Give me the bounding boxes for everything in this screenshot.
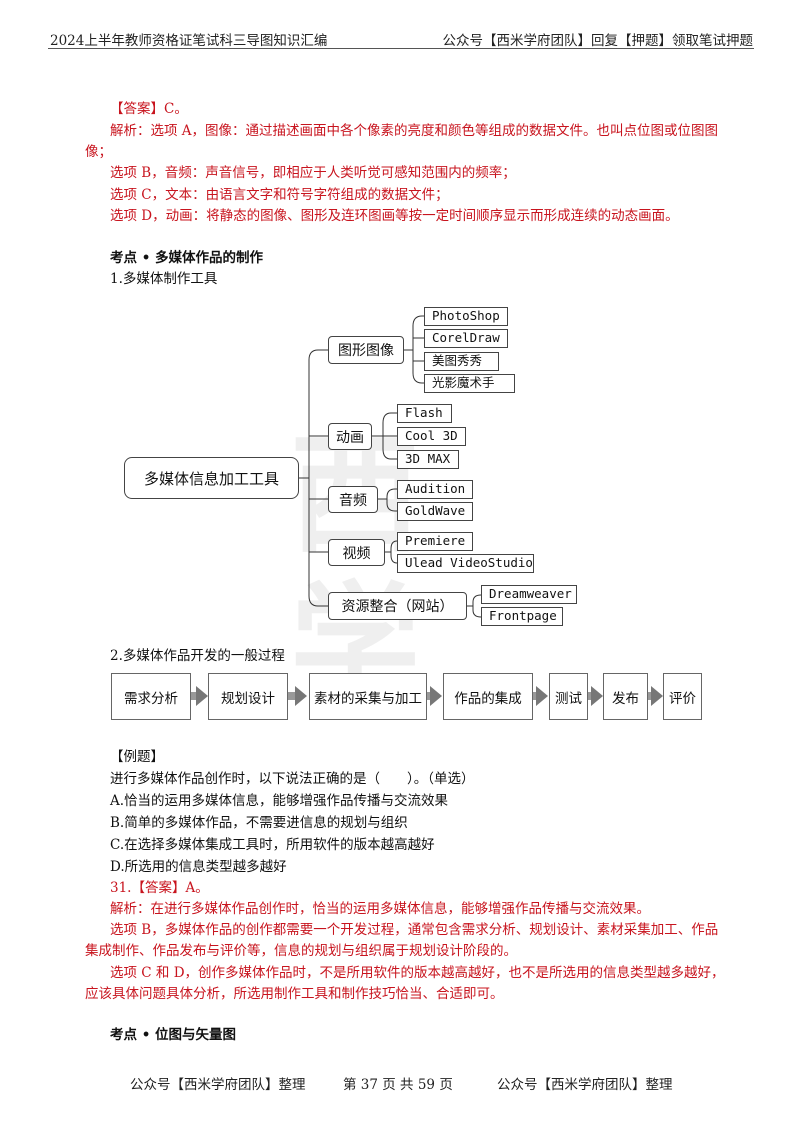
- footer-right: 公众号【西米学府团队】整理: [497, 1077, 673, 1093]
- section-heading: 考点 • 位图与矢量图: [110, 1027, 237, 1043]
- process-step: 评价: [663, 673, 702, 720]
- example-analysis-line: 应该具体问题具体分析，所选用制作工具和制作技巧恰当、合适即可。: [85, 986, 504, 1002]
- example-question: 进行多媒体作品创作时，以下说法正确的是（ ）。（单选）: [110, 771, 475, 787]
- header-right: 公众号【西米学府团队】回复【押题】领取笔试押题: [442, 33, 754, 49]
- process-arrow-icon: [430, 686, 442, 706]
- process-arrow-stem: [648, 692, 652, 700]
- analysis-line: 选项 B，音频：声音信号，即相应于人类听觉可感知范围内的频率；: [110, 165, 516, 181]
- mindmap-leaf: 光影魔术手: [424, 374, 515, 393]
- mindmap-leaf: Dreamweaver: [481, 585, 577, 604]
- example-option: A.恰当的运用多媒体信息，能够增强作品传播与交流效果: [110, 793, 449, 809]
- mindmap-leaf: 3D MAX: [397, 450, 459, 469]
- header-left: 2024上半年教师资格证笔试科三导图知识汇编: [50, 33, 328, 49]
- process-step: 规划设计: [208, 673, 288, 720]
- process-arrow-icon: [651, 686, 663, 706]
- header-rule: [48, 48, 754, 49]
- mindmap-leaf: GoldWave: [397, 502, 473, 521]
- process-arrow-icon: [196, 686, 208, 706]
- mindmap-leaf: Flash: [397, 404, 452, 423]
- analysis-line: 选项 D，动画：将静态的图像、图形及连环图画等按一定时间顺序显示而形成连续的动态…: [110, 208, 679, 224]
- process-arrow-stem: [427, 692, 431, 700]
- analysis-line: 像；: [85, 144, 112, 160]
- footer-left: 公众号【西米学府团队】整理: [130, 1077, 306, 1093]
- analysis-line: 选项 C，文本：由语言文字和符号字符组成的数据文件；: [110, 187, 449, 203]
- mindmap-leaf: PhotoShop: [424, 307, 508, 326]
- example-analysis-line: 选项 B，多媒体作品的创作都需要一个开发过程，通常包含需求分析、规划设计、素材采…: [110, 922, 719, 938]
- process-arrow-stem: [288, 692, 296, 700]
- example-analysis-line: 选项 C 和 D，创作多媒体作品时，不是所用软件的版本越高越好，也不是所选用的信…: [110, 965, 725, 981]
- mindmap-category-website: 资源整合（网站）: [328, 592, 467, 620]
- example-analysis-line: 集成制作、作品发布与评价等，信息的规划与组织属于规划设计阶段的。: [85, 943, 517, 959]
- process-arrow-icon: [295, 686, 307, 706]
- analysis-line: 解析：选项 A，图像：通过描述画面中各个像素的亮度和颜色等组成的数据文件。也叫点…: [110, 123, 719, 139]
- process-step: 作品的集成: [443, 673, 533, 720]
- example-option: B.简单的多媒体作品，不需要进信息的规划与组织: [110, 815, 408, 831]
- example-option: D.所选用的信息类型越多越好: [110, 859, 287, 875]
- mindmap-leaf: Frontpage: [481, 607, 563, 626]
- process-arrow-stem: [191, 692, 197, 700]
- mindmap-category-video: 视频: [328, 539, 385, 566]
- process-step: 发布: [603, 673, 648, 720]
- process-arrow-stem: [533, 692, 537, 700]
- process-step: 测试: [549, 673, 588, 720]
- process-arrow-icon: [536, 686, 548, 706]
- process-arrow-stem: [588, 692, 592, 700]
- mindmap-leaf: CorelDraw: [424, 329, 508, 348]
- example-label: 【例题】: [110, 749, 164, 765]
- footer-page-number: 第 37 页 共 59 页: [343, 1077, 453, 1093]
- mindmap-leaf: Cool 3D: [397, 427, 466, 446]
- section-heading: 考点 • 多媒体作品的制作: [110, 250, 264, 266]
- mindmap-category-animation: 动画: [328, 423, 372, 450]
- example-analysis-line: 解析：在进行多媒体作品创作时，恰当的运用多媒体信息，能够增强作品传播与交流效果。: [110, 901, 650, 917]
- mindmap-root: 多媒体信息加工工具: [124, 457, 299, 499]
- subheading: 2.多媒体作品开发的一般过程: [110, 648, 285, 664]
- mindmap-leaf: Premiere: [397, 532, 473, 551]
- mindmap-leaf: 美图秀秀: [424, 352, 499, 371]
- process-step: 需求分析: [111, 673, 191, 720]
- mindmap-leaf: Audition: [397, 480, 473, 499]
- subheading: 1.多媒体制作工具: [110, 271, 218, 287]
- process-step: 素材的采集与加工: [309, 673, 427, 720]
- example-option: C.在选择多媒体集成工具时，所用软件的版本越高越好: [110, 837, 435, 853]
- mindmap-leaf: Ulead VideoStudio: [397, 554, 534, 573]
- answer-label: 【答案】C。: [110, 101, 188, 117]
- mindmap-category-audio: 音频: [328, 486, 378, 513]
- process-arrow-icon: [591, 686, 603, 706]
- example-answer: 31.【答案】A。: [110, 880, 209, 896]
- mindmap-category-image: 图形图像: [328, 336, 404, 364]
